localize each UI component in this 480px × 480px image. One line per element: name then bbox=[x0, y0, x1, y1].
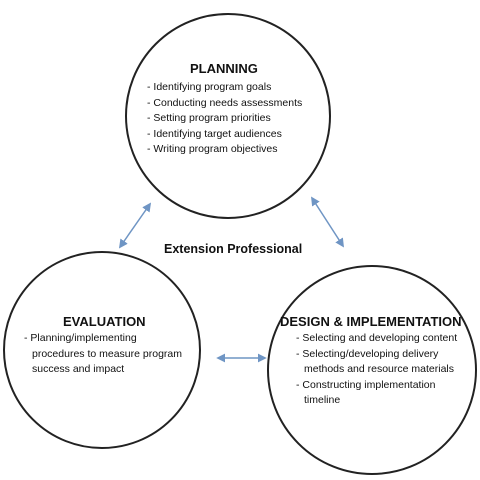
design-implementation-items: Selecting and developing content Selecti… bbox=[296, 331, 468, 409]
evaluation-items: Planning/implementing procedures to meas… bbox=[24, 331, 192, 378]
planning-items: Identifying program goals Conducting nee… bbox=[147, 80, 347, 158]
list-item: Selecting/developing delivery methods an… bbox=[296, 347, 468, 378]
list-item: Conducting needs assessments bbox=[147, 96, 347, 112]
list-item: Identifying target audiences bbox=[147, 127, 347, 143]
design-implementation-title: DESIGN & IMPLEMENTATION bbox=[280, 314, 462, 329]
arrow-planning-design bbox=[311, 196, 344, 248]
evaluation-title: EVALUATION bbox=[63, 314, 146, 329]
list-item: Writing program objectives bbox=[147, 142, 347, 158]
list-item: Planning/implementing procedures to meas… bbox=[24, 331, 192, 378]
list-item: Constructing implementation timeline bbox=[296, 378, 468, 409]
planning-title: PLANNING bbox=[190, 61, 258, 76]
arrow-planning-evaluation bbox=[118, 202, 152, 249]
list-item: Selecting and developing content bbox=[296, 331, 468, 347]
center-label: Extension Professional bbox=[164, 242, 303, 256]
list-item: Setting program priorities bbox=[147, 111, 347, 127]
list-item: Identifying program goals bbox=[147, 80, 347, 96]
